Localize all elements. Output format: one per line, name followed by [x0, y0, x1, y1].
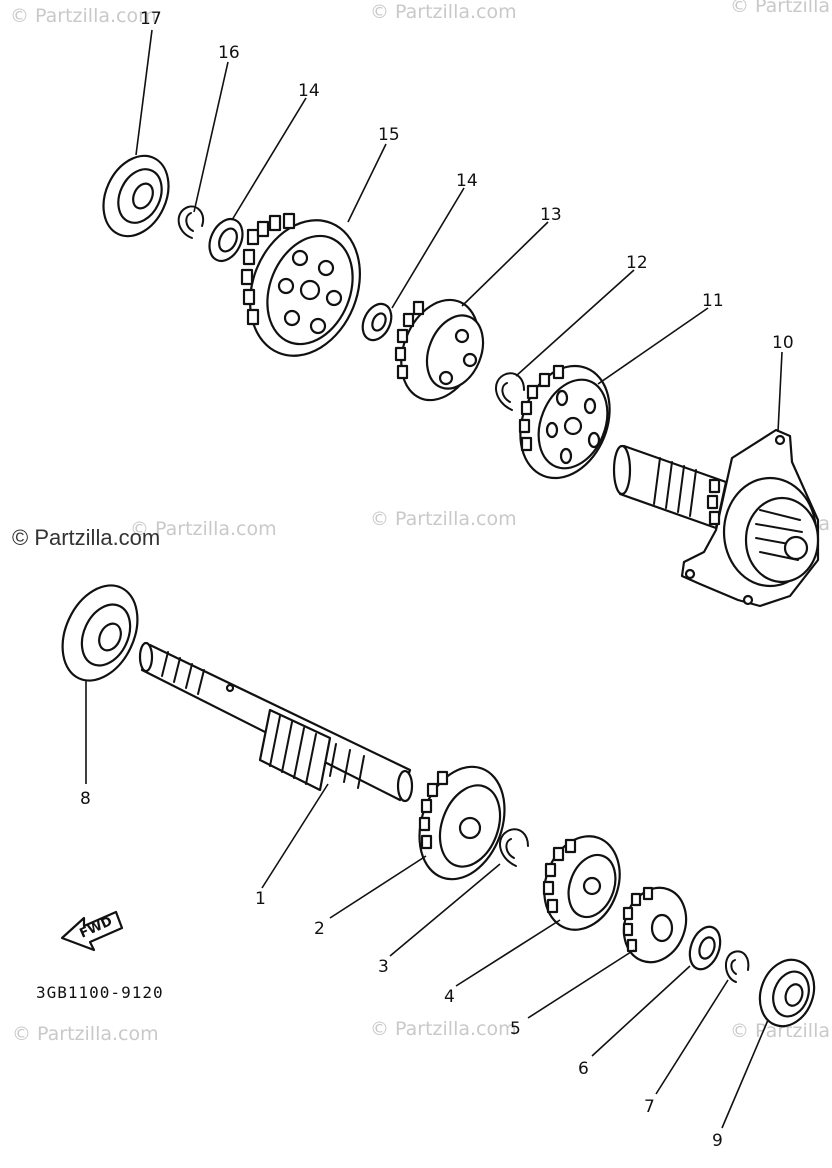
callout-16: 16: [218, 43, 240, 63]
circlip-12-inner: [501, 382, 511, 403]
callout-labels: 17 16 14 15 14 13 12 11 10 8 1 2 3 4 5 6…: [80, 9, 794, 1151]
callout-12: 12: [626, 253, 648, 273]
gear-11: [518, 364, 611, 480]
callout-4: 4: [444, 987, 455, 1007]
circlip-12: [495, 372, 525, 411]
callout-7: 7: [644, 1097, 655, 1117]
leader-lines: [85, 29, 783, 1129]
watermark-top-left: © Partzilla.com: [10, 5, 157, 27]
gear-15-teeth: [240, 212, 296, 326]
bearing-8: [61, 584, 139, 682]
callout-6: 6: [578, 1059, 589, 1079]
washer-14-middle: [361, 302, 393, 342]
watermark-top-right: © Partzilla.com: [730, 0, 832, 17]
watermark-mid-left: © Partzilla.com: [130, 518, 277, 540]
bearing-9: [758, 958, 816, 1028]
gear-15: [240, 212, 361, 357]
callout-2: 2: [314, 919, 325, 939]
callout-5: 5: [510, 1019, 521, 1039]
watermark-bottom-left: © Partzilla.com: [12, 1023, 159, 1045]
watermark-bottom-right: © Partzilla.com: [730, 1020, 832, 1042]
callout-1: 1: [255, 889, 266, 909]
callout-9: 9: [712, 1131, 723, 1151]
main-axle-1: [138, 641, 414, 803]
callout-15: 15: [378, 125, 400, 145]
circlip-7: [725, 950, 750, 983]
washer-14-upper: [208, 217, 244, 263]
gear-13: [394, 298, 485, 402]
gear-4: [542, 835, 621, 931]
circlip-3: [499, 828, 529, 867]
callout-17: 17: [140, 9, 162, 29]
callout-14-upper: 14: [298, 81, 320, 101]
callout-8: 8: [80, 789, 91, 809]
callout-11: 11: [702, 291, 724, 311]
watermark-mid-center: © Partzilla.com: [370, 508, 517, 530]
callout-13: 13: [540, 205, 562, 225]
circlip-3-inner: [505, 838, 515, 859]
bearing-17: [102, 154, 170, 238]
circlip-7-inner: [730, 959, 737, 975]
watermark-bottom-center: © Partzilla.com: [370, 1018, 517, 1040]
washer-6: [688, 925, 722, 971]
callout-10: 10: [772, 333, 794, 353]
circlip-16-inner: [185, 212, 194, 232]
gear-5: [622, 886, 688, 964]
diagram-code: 3GB1100-9120: [36, 983, 164, 1002]
watermark-top-center: © Partzilla.com: [370, 1, 517, 23]
drive-shaft-10: [612, 428, 820, 608]
callout-3: 3: [378, 957, 389, 977]
circlip-16: [177, 205, 204, 239]
gear-2: [418, 765, 506, 881]
fwd-arrow-icon: FWD: [60, 910, 124, 952]
callout-14-middle: 14: [456, 171, 478, 191]
watermark-main: © Partzilla.com: [12, 525, 160, 550]
